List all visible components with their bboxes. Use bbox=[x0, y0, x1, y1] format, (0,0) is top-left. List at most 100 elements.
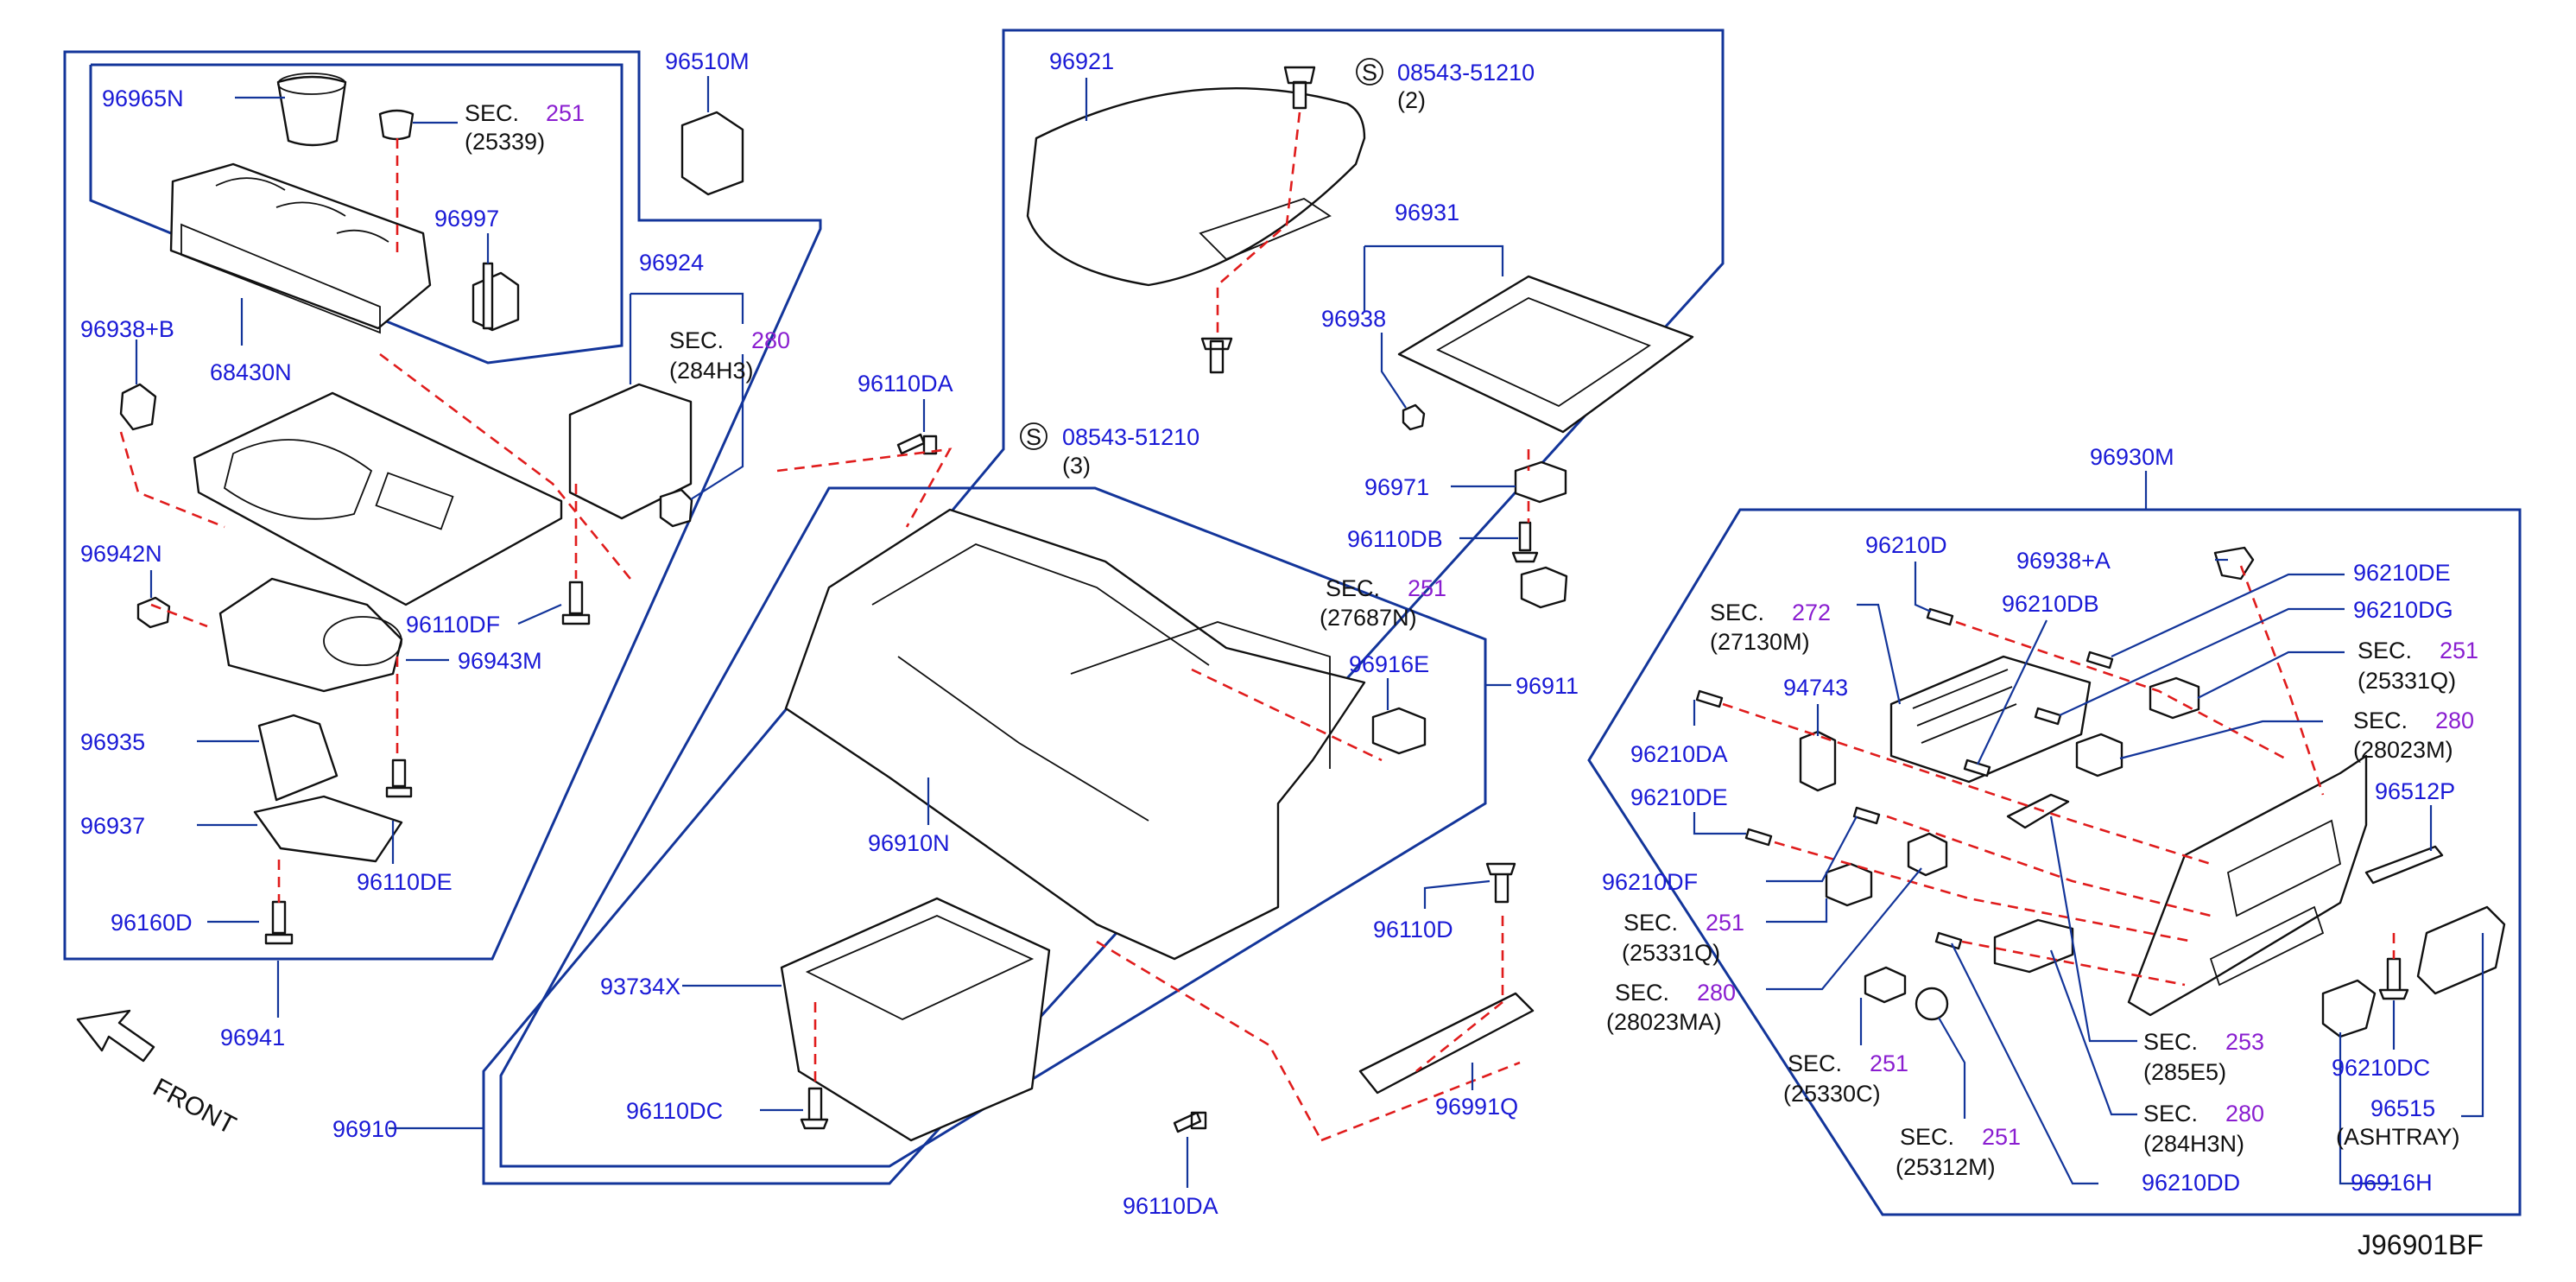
clip-part-96938 bbox=[1402, 403, 1426, 431]
leader-96210DG bbox=[2059, 607, 2345, 716]
dash-19 bbox=[1774, 841, 2194, 943]
label-96931: 96931 bbox=[1395, 200, 1459, 225]
leader-28023MA bbox=[1766, 867, 1922, 991]
socket-part-25330C bbox=[1864, 966, 1907, 1004]
label-96515: 96515 bbox=[2370, 1095, 2435, 1121]
leader-96515 bbox=[2461, 933, 2484, 1118]
section-prefix: SEC. bbox=[2143, 1029, 2198, 1055]
panel-slot bbox=[375, 472, 454, 530]
screw-part-number: 08543-51210 bbox=[1062, 424, 1199, 450]
section-27687N: SEC. 251 (27687N) bbox=[1320, 575, 1446, 631]
clip-part-96938B bbox=[119, 383, 157, 431]
screw-callout-1: S 08543-51210 (2) bbox=[1356, 58, 1535, 113]
section-number: 253 bbox=[2225, 1029, 2264, 1055]
section-28023M: SEC. 280 (28023M) bbox=[2353, 708, 2474, 763]
leader-96210DE-l bbox=[1693, 812, 1746, 835]
label-96210D: 96210D bbox=[1865, 532, 1947, 558]
section-number: 251 bbox=[1870, 1050, 1908, 1076]
frame-opening bbox=[1436, 297, 1651, 408]
dash-11 bbox=[776, 447, 953, 528]
box-96911 bbox=[499, 486, 1487, 1168]
leader-284H3N bbox=[2049, 949, 2137, 1116]
label-96110DA-top: 96110DA bbox=[858, 371, 953, 397]
switch-part-28023M bbox=[2075, 733, 2123, 777]
label-96110DE: 96110DE bbox=[357, 869, 453, 895]
leader-285E5 bbox=[2049, 816, 2137, 1043]
screw-96110DC-left bbox=[800, 1087, 829, 1130]
socket-part-25312M bbox=[1915, 987, 1949, 1021]
label-96210DD: 96210DD bbox=[2142, 1170, 2240, 1196]
section-prefix: SEC. bbox=[2143, 1101, 2198, 1127]
label-96971: 96971 bbox=[1364, 474, 1429, 500]
clip-part-96938A bbox=[2213, 546, 2255, 581]
latch-part-96971 bbox=[1514, 460, 1567, 504]
leader-96210DE-r bbox=[2111, 573, 2345, 657]
section-284H3N: SEC. 280 (284H3N) bbox=[2143, 1101, 2264, 1157]
cup-part-96965N bbox=[276, 75, 347, 147]
section-prefix: SEC. bbox=[1710, 600, 1764, 625]
dash-4 bbox=[150, 603, 208, 628]
assembly-lines bbox=[119, 111, 2396, 1142]
connector-part-96916E bbox=[1371, 707, 1427, 755]
console-rib-3 bbox=[1070, 621, 1331, 769]
label-96512P: 96512P bbox=[2375, 778, 2455, 804]
label-93734X: 93734X bbox=[600, 974, 680, 1000]
screw-96110DA-top bbox=[896, 433, 938, 455]
label-96921: 96921 bbox=[1049, 48, 1114, 74]
console-rib-1 bbox=[871, 543, 1210, 666]
section-285E5: SEC. 253 (285E5) bbox=[2143, 1029, 2264, 1085]
parts-right-group bbox=[1695, 546, 2506, 1038]
section-number: 251 bbox=[2440, 638, 2478, 663]
screw-96110DA-bottom bbox=[1173, 1111, 1207, 1133]
screw-96160D bbox=[264, 900, 294, 945]
leader-96916H bbox=[2339, 1032, 2392, 1185]
section-prefix: SEC. bbox=[1900, 1124, 1954, 1150]
screw-08543-lower bbox=[1200, 337, 1233, 374]
section-number: 280 bbox=[2435, 708, 2474, 733]
label-96997: 96997 bbox=[434, 206, 499, 232]
section-code: (284H3) bbox=[669, 358, 754, 384]
label-96210DE-left: 96210DE bbox=[1630, 784, 1728, 810]
label-96941: 96941 bbox=[220, 1025, 285, 1050]
label-96210DG: 96210DG bbox=[2353, 597, 2453, 623]
section-labels: SEC. 251 (25339) SEC. 280 (284H3) SEC. 2… bbox=[465, 100, 2478, 1180]
leader-96110DF bbox=[517, 603, 562, 625]
section-number: 280 bbox=[2225, 1101, 2264, 1127]
dash-21 bbox=[2239, 565, 2325, 796]
console-rib-2 bbox=[897, 656, 1149, 822]
front-arrow-icon bbox=[76, 1009, 155, 1063]
label-96942N: 96942N bbox=[80, 541, 162, 567]
section-code: (27130M) bbox=[1710, 629, 1810, 655]
section-25339: SEC. 251 (25339) bbox=[465, 100, 585, 155]
screw-mark: S bbox=[1362, 60, 1377, 86]
boot-part-96935 bbox=[257, 714, 339, 802]
label-96943M: 96943M bbox=[458, 648, 542, 674]
leader-96931 bbox=[1363, 244, 1504, 311]
tray-holes bbox=[215, 177, 389, 243]
unit-part-284H3N bbox=[1993, 918, 2074, 974]
frame-part-96931 bbox=[1397, 275, 1694, 434]
box-96941-inner bbox=[89, 63, 623, 365]
screw-96210DA bbox=[1695, 689, 1724, 708]
dash-2 bbox=[379, 352, 632, 580]
label-96965N: 96965N bbox=[102, 86, 184, 111]
dash-14 bbox=[1415, 916, 1504, 1073]
section-number: 251 bbox=[1982, 1124, 2021, 1150]
screw-96210DE-r bbox=[2085, 651, 2114, 670]
tray-body bbox=[180, 223, 381, 334]
tray-part-68430N bbox=[169, 162, 432, 330]
label-96938A: 96938+A bbox=[2016, 548, 2111, 574]
label-96110DA-bottom: 96110DA bbox=[1123, 1193, 1218, 1219]
leader-96210DD bbox=[1951, 942, 2098, 1185]
dash-8 bbox=[1216, 111, 1301, 337]
leader-96210DF bbox=[1766, 816, 1858, 883]
label-96938: 96938 bbox=[1321, 306, 1386, 332]
bezel-part-96943M bbox=[218, 577, 403, 693]
plate-part-96937 bbox=[253, 795, 403, 863]
label-96924: 96924 bbox=[639, 250, 704, 276]
bracket-part-96510M bbox=[680, 111, 744, 196]
finisher-opening-1 bbox=[2226, 819, 2342, 917]
unit-buttons bbox=[1912, 669, 2017, 744]
label-ashtray: (ASHTRAY) bbox=[2336, 1124, 2460, 1150]
screw-96210DG bbox=[2034, 707, 2062, 726]
